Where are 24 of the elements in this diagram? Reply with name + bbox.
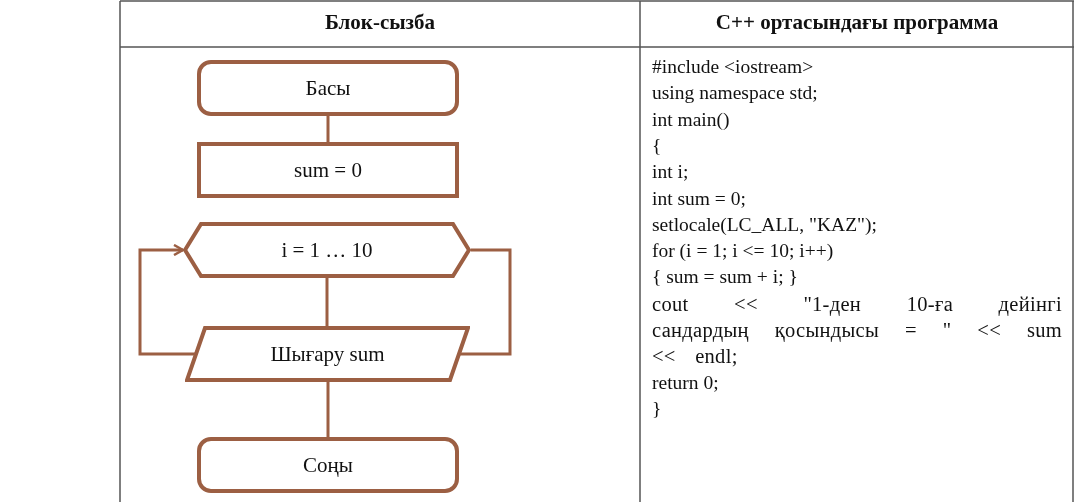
connector-line <box>325 278 329 326</box>
process-box: sum = 0 <box>197 142 459 198</box>
code-line: for (i = 1; i <= 10; i++) <box>652 239 834 264</box>
loop-hexagon: i = 1 … 10 <box>183 222 471 278</box>
code-line: { <box>652 133 662 158</box>
arrow <box>138 243 196 356</box>
code-line: { sum = sum + i; } <box>652 265 798 290</box>
end-terminator: Соңы <box>197 437 459 493</box>
code-line: #include <iostream> <box>652 55 814 79</box>
connector-line <box>459 248 512 356</box>
code-line: using namespace std; <box>652 81 818 106</box>
code-line: cout << "1-ден 10-ға дейінгі сандардың қосындысы = " << sum << endl; <box>652 291 1062 369</box>
connector-line <box>326 116 330 142</box>
code-line: setlocale(LC_ALL, "KAZ"); <box>652 212 877 237</box>
connector-line <box>326 382 330 437</box>
code-line: int main() <box>652 107 730 132</box>
start-terminator: Басы <box>197 60 459 116</box>
code-line: } <box>652 396 662 421</box>
code-line: int i; <box>652 160 689 185</box>
column-header: Блок-сызба <box>323 10 437 35</box>
code-line: return 0; <box>652 370 719 395</box>
column-header: C++ ортасындағы программа <box>714 10 1000 35</box>
code-line: int sum = 0; <box>652 186 746 211</box>
output-parallelogram: Шығару sum <box>185 326 470 382</box>
